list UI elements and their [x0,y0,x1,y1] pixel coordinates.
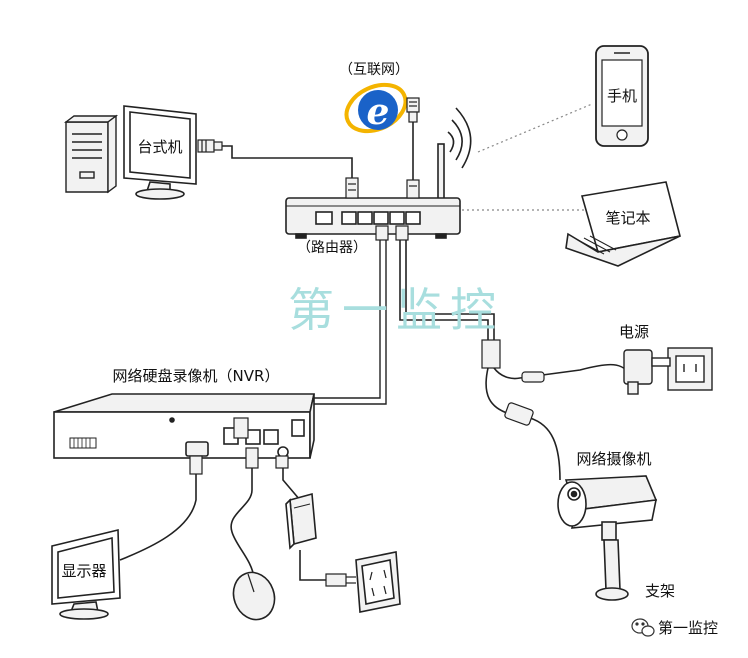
power-label: 电源 [619,323,649,341]
nvr-icon [53,393,315,459]
wechat-icon [631,618,655,637]
monitor-icon [51,528,121,620]
power-plug-nvr [325,573,356,587]
desktop-plug [197,139,223,153]
desktop-monitor [123,105,197,200]
monitor-label: 显示器 [61,562,106,580]
cable-camera-split [485,367,511,415]
camera-splitter [481,339,545,426]
internet-plug [406,97,420,123]
cables [119,122,633,581]
wireless-links [462,103,593,211]
nvr-plugs [189,417,289,475]
wall-outlet [355,551,401,613]
camera-icon [557,475,658,601]
power-adapter-camera [623,347,713,395]
power-adapter-nvr [285,492,317,550]
laptop-icon [565,181,681,267]
bracket-label: 支架 [645,582,675,600]
camera-label: 网络摄像机 [576,450,651,468]
router-plugs [345,177,420,241]
cable-router-camera [399,238,489,340]
cable-adapter-plug [299,550,326,581]
nvr-label: 网络硬盘录像机（NVR） [113,367,280,385]
router-icon [285,107,472,239]
internet-icon: e [344,82,408,134]
desktop-tower [63,114,119,194]
phone-label: 手机 [607,87,637,105]
svg-text:e: e [367,91,390,133]
internet-label: （互联网） [339,62,409,78]
cable-desktop-router [222,145,353,178]
router-label: （路由器） [297,240,367,256]
mouse-icon [232,571,276,621]
watermark: 第一监控 [288,283,504,337]
cable-nvr-mouse [230,468,255,579]
laptop-label: 笔记本 [605,209,650,227]
phone-icon [595,45,649,147]
desktop-label: 台式机 [137,138,182,156]
cable-nvr-monitor [119,472,197,561]
brand-name: 第一监控 [658,619,718,637]
